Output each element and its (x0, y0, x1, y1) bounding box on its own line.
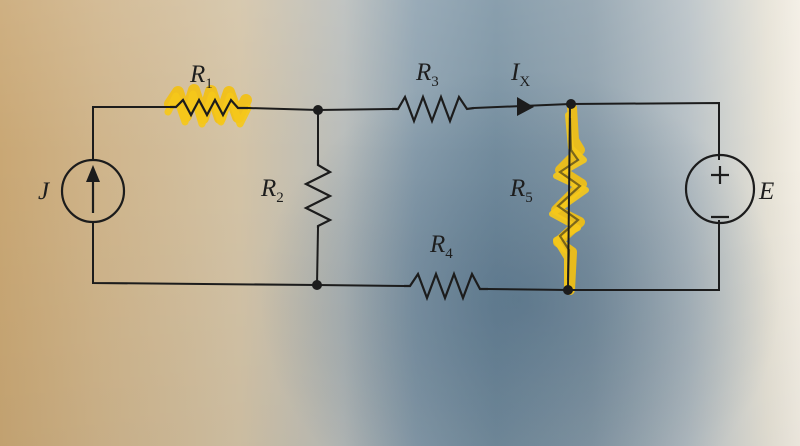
label-r1: R1 (189, 61, 213, 92)
resistor-r5 (556, 117, 582, 281)
node-b (566, 99, 576, 109)
voltage-source-e (684, 153, 756, 225)
resistor-r2 (303, 160, 333, 228)
label-e: E (758, 178, 774, 205)
label-ix: IX (510, 59, 530, 90)
current-arrow-ix (517, 97, 534, 116)
resistor-r3 (392, 93, 475, 125)
wire-right-top (569, 101, 720, 160)
label-r3: R3 (415, 59, 439, 90)
wire-r2-to-nodeC (316, 227, 319, 286)
node-d (563, 285, 573, 295)
resistor-r4 (404, 270, 488, 302)
wire-r1-to-nodeA (247, 107, 319, 111)
label-r2: R2 (260, 175, 284, 206)
wire-left-top (92, 106, 170, 160)
label-r4: R4 (429, 231, 453, 262)
wire-r4-to-nodeD (487, 288, 569, 291)
arrow-up-icon (86, 165, 100, 182)
wire-nodeC-to-r4 (316, 284, 405, 287)
current-source-j (60, 158, 126, 224)
wire-left-bottom (92, 222, 318, 286)
node-a (313, 105, 323, 115)
label-j: J (38, 178, 51, 205)
wire-right-bottom (568, 220, 720, 291)
label-r5: R5 (509, 175, 533, 206)
wire-nodeA-to-r3 (317, 108, 393, 111)
resistor-r1 (170, 97, 248, 118)
node-c (312, 280, 322, 290)
